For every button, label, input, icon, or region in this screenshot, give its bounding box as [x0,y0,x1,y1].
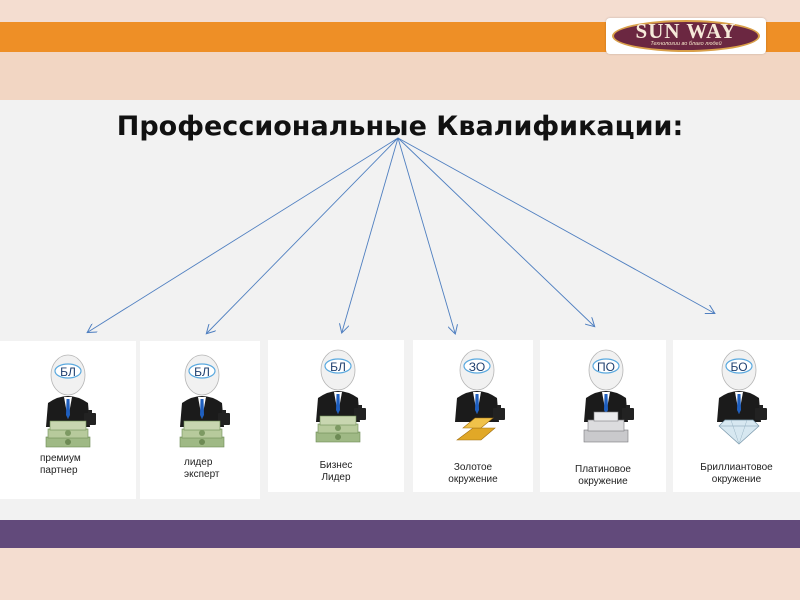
badge-text-4: ПО [597,360,615,374]
qualification-figure: ЗО [437,344,517,453]
qualification-figure: ПО [566,344,646,453]
footer-peach-band [0,548,800,600]
caption-line: партнер [40,465,78,476]
page-title: Профессиональные Квалификации: [116,111,684,142]
caption-line: окружение [448,474,498,485]
caption-line: эксперт [184,469,220,480]
logo-oval [612,20,760,52]
qualification-figure: БО [699,344,779,453]
platinum-bars-icon [583,411,629,443]
businessman-figure: ПО [583,349,634,443]
diamond-icon [718,419,760,445]
caption-line: лидер [184,457,213,468]
arrow-5 [397,137,594,326]
gold-bars-icon [456,417,496,441]
caption-line: Лидер [321,472,351,483]
caption-line: окружение [711,474,762,485]
qualification-figure: БЛ [28,349,108,458]
footer-purple-band [0,520,800,548]
caption-line: Бизнес [319,460,353,471]
businessman-figure: БО [717,349,767,445]
cash-stack-icon [45,420,91,448]
qualification-figure: БЛ [298,344,378,453]
businessman-figure: БЛ [45,354,96,448]
badge-text-5: БО [730,360,747,374]
businessman-figure: БЛ [179,354,230,448]
caption-line: окружение [578,476,628,487]
badge-text-2: БЛ [330,360,346,374]
header-peach-band [0,52,800,100]
qualification-figure: БЛ [162,349,242,458]
badge-text-3: ЗО [469,360,485,374]
arrow-2 [207,137,399,333]
arrow-6 [397,137,714,313]
businessman-figure: ЗО [455,349,505,441]
arrow-4 [397,137,455,333]
arrow-1 [88,137,399,332]
badge-text-1: БЛ [194,365,210,379]
caption-line: Бриллиантовое [700,462,773,473]
caption-line: Платиновое [575,464,631,475]
logo-tagline: Технологии во благо людей [650,41,722,47]
caption-line: премиум [40,453,81,464]
cash-stack-icon [179,420,225,448]
badge-text-0: БЛ [60,365,76,379]
cash-stack-icon [315,415,361,443]
arrow-3 [342,137,399,332]
caption-line: Золотое [453,462,493,473]
logo-name: SUN WAY [635,19,737,43]
businessman-figure: БЛ [315,349,366,443]
sunway-logo: SUN WAY Технологии во благо людей [606,18,766,54]
